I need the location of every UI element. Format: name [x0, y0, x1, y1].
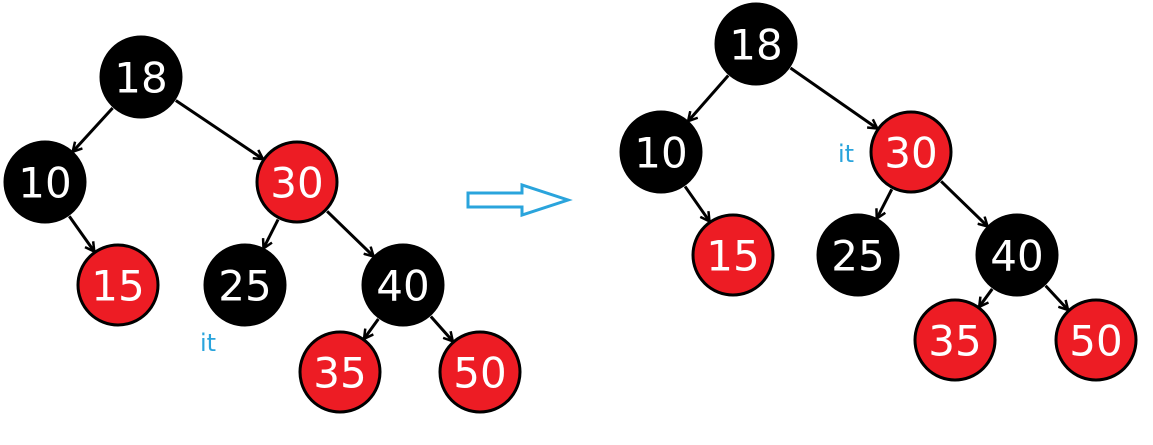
- before-edge-30-25: [264, 218, 280, 247]
- after-node-label-10: 10: [634, 129, 687, 178]
- after-node-10: 10: [619, 110, 703, 194]
- before-edge-40-50: [429, 315, 452, 340]
- before-node-label-25: 25: [218, 262, 271, 311]
- before-edge-18-10: [73, 106, 114, 151]
- after-node-40: 40: [975, 213, 1059, 297]
- before-node-circle-10: [3, 140, 87, 224]
- before-edge-40-35: [365, 318, 380, 338]
- before-node-30: 30: [255, 140, 339, 224]
- iterator-label-after: it: [838, 140, 854, 168]
- after-edge-10-15: [683, 185, 709, 220]
- after-edge-40-35: [980, 288, 994, 306]
- after-node-circle-18: [714, 2, 798, 86]
- before-node-label-50: 50: [453, 349, 506, 398]
- after-node-circle-10: [619, 110, 703, 194]
- before-node-label-10: 10: [18, 159, 71, 208]
- after-node-30: 30: [869, 110, 953, 194]
- after-node-circle-40: [975, 213, 1059, 297]
- before-node-10: 10: [3, 140, 87, 224]
- after-node-circle-35: [913, 298, 997, 382]
- after-node-18: 18: [714, 2, 798, 86]
- after-node-label-35: 35: [928, 317, 981, 366]
- before-node-label-30: 30: [270, 159, 323, 208]
- before-node-circle-18: [99, 35, 183, 119]
- before-node-18: 18: [99, 35, 183, 119]
- after-node-15: 15: [691, 213, 775, 297]
- after-edge-40-50: [1044, 284, 1068, 309]
- before-edge-18-30: [175, 99, 262, 158]
- after-node-circle-25: [816, 213, 900, 297]
- after-node-25: 25: [816, 213, 900, 297]
- before-edge-30-40: [326, 210, 373, 255]
- after-node-label-50: 50: [1069, 317, 1122, 366]
- before-edge-10-15: [68, 215, 93, 250]
- before-node-label-15: 15: [91, 262, 144, 311]
- arrow-right-icon: [466, 182, 573, 218]
- after-edge-30-40: [940, 180, 987, 225]
- before-node-circle-30: [255, 140, 339, 224]
- after-node-35: 35: [913, 298, 997, 382]
- before-node-circle-40: [361, 243, 445, 327]
- after-edge-18-10: [689, 74, 730, 121]
- after-node-circle-15: [691, 213, 775, 297]
- before-tree-edges: [68, 99, 452, 340]
- iterator-label-before: it: [200, 329, 216, 357]
- after-edge-30-25: [877, 188, 894, 217]
- before-node-circle-15: [76, 243, 160, 327]
- before-node-label-18: 18: [114, 54, 167, 103]
- before-node-15: 15: [76, 243, 160, 327]
- after-edge-18-30: [789, 66, 876, 128]
- before-node-40: 40: [361, 243, 445, 327]
- after-node-label-30: 30: [884, 129, 937, 178]
- before-node-50: 50: [438, 330, 522, 414]
- after-tree-edges: [683, 66, 1068, 309]
- after-node-label-25: 25: [831, 232, 884, 281]
- before-node-circle-35: [298, 330, 382, 414]
- after-node-label-15: 15: [706, 232, 759, 281]
- before-node-circle-50: [438, 330, 522, 414]
- before-node-label-40: 40: [376, 262, 429, 311]
- after-node-label-18: 18: [729, 21, 782, 70]
- after-node-50: 50: [1054, 298, 1138, 382]
- before-node-35: 35: [298, 330, 382, 414]
- after-node-circle-30: [869, 110, 953, 194]
- before-node-circle-25: [203, 243, 287, 327]
- after-node-label-40: 40: [990, 232, 1043, 281]
- after-node-circle-50: [1054, 298, 1138, 382]
- before-node-label-35: 35: [313, 349, 366, 398]
- before-node-25: 25: [203, 243, 287, 327]
